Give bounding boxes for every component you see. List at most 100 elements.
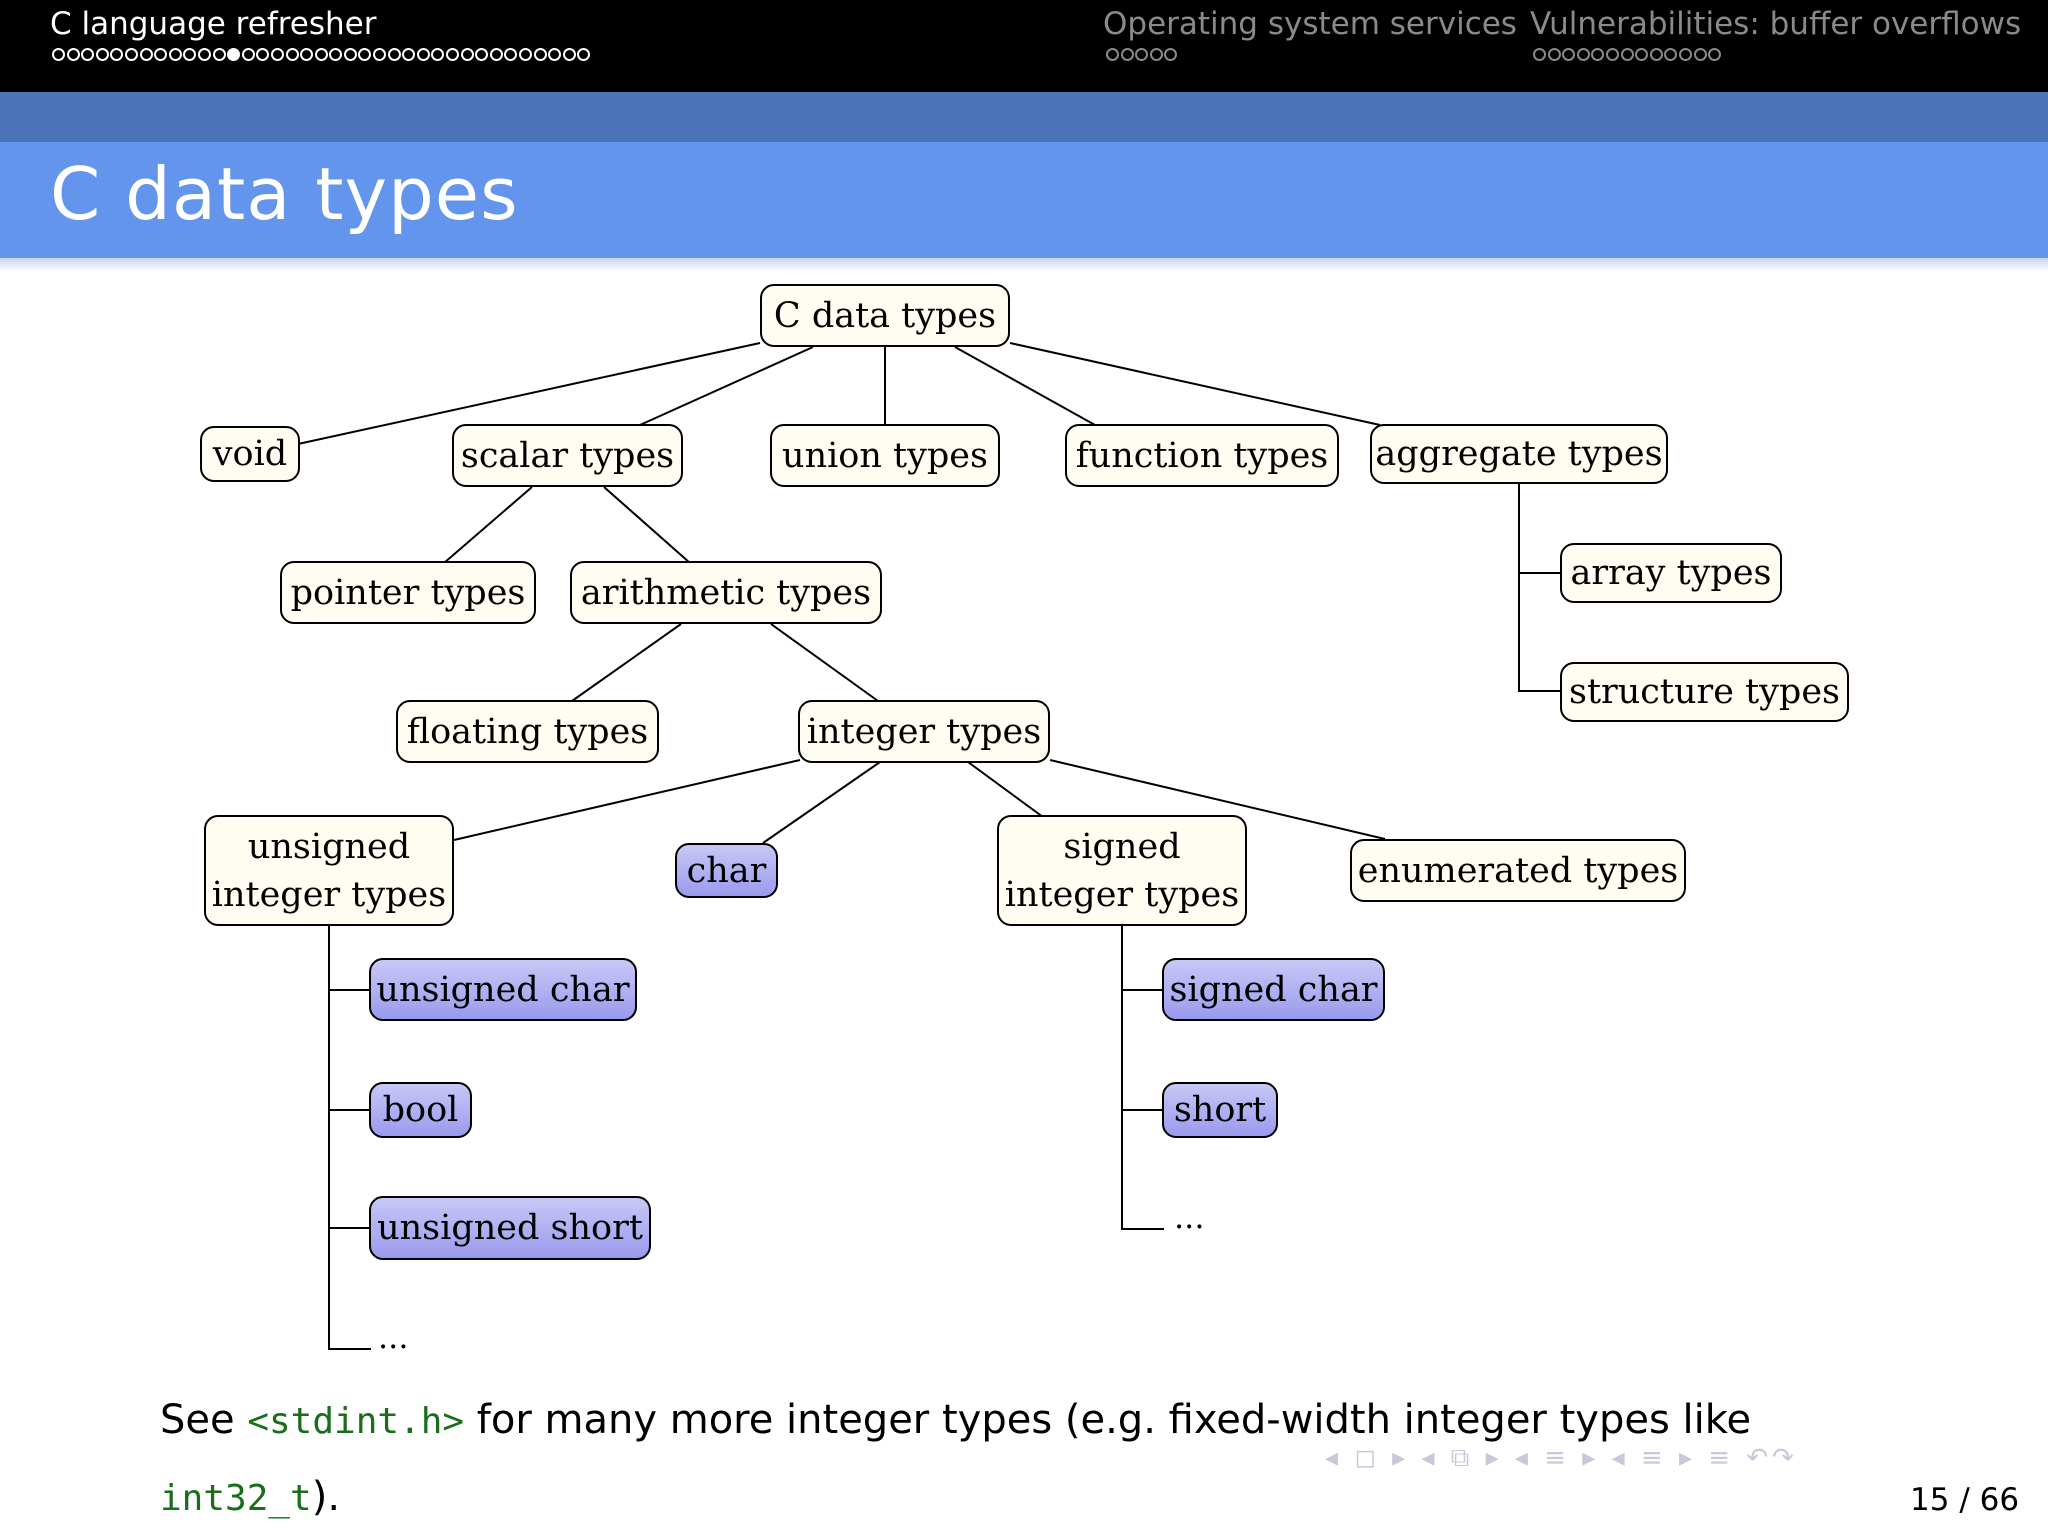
nav-frame-dot[interactable] [110,48,124,61]
nav-dots-c-language[interactable] [52,48,592,61]
nav-frame-dot[interactable] [81,48,95,61]
nav-frame-dot[interactable] [358,48,372,61]
nav-frame-dot[interactable] [154,48,168,61]
edge-integer-signed [967,761,1044,818]
edge-root-void [297,342,761,445]
node-char: char [675,843,778,898]
nav-frame-dot[interactable] [431,48,445,61]
nav-frame-dot[interactable] [460,48,474,61]
nav-frame-dot[interactable] [1562,48,1576,61]
frame-title-bar [0,142,2048,258]
nav-frame-dot[interactable] [314,48,328,61]
nav-frame-dot[interactable] [212,48,226,61]
nav-frame-dot[interactable] [416,48,430,61]
page-current: 15 [1910,1482,1950,1518]
node-enumerated-types: enumerated types [1350,839,1686,902]
nav-frame-dot[interactable] [227,48,241,61]
nav-frame-dot[interactable] [519,48,532,61]
node-function-types: function types [1065,424,1339,487]
nav-frame-dot[interactable] [533,48,547,61]
nav-frame-dot[interactable] [343,48,357,61]
node-signed-line2: integer types [1004,874,1240,915]
edge-root-scalar [639,346,814,426]
edge-scalar-pointer [443,486,533,564]
stdint-header-code: <stdint.h> [247,1401,465,1442]
nav-frame-dot[interactable] [139,48,153,61]
edge-integer-unsigned [453,759,801,841]
page-separator: / [1959,1482,1970,1518]
nav-frame-dot[interactable] [183,48,197,61]
nav-frame-dot[interactable] [270,48,284,61]
nav-section-c-language[interactable]: C language refresher [50,6,377,42]
node-array-types: array types [1560,543,1782,603]
nav-frame-dot[interactable] [1664,48,1678,61]
nav-frame-dot[interactable] [1164,48,1178,61]
nav-dots-os-services[interactable] [1106,48,1179,61]
nav-section-vulnerabilities[interactable]: Vulnerabilities: buffer overflows [1530,6,2022,42]
footer-rest: for many more integer types (e.g. fixed-… [464,1397,1752,1443]
nav-frame-dot[interactable] [1547,48,1561,61]
nav-frame-dot[interactable] [168,48,182,61]
nav-frame-dot[interactable] [300,48,314,61]
nav-dots-vulnerabilities[interactable] [1533,48,1723,61]
nav-frame-dot[interactable] [241,48,255,61]
nav-frame-dot[interactable] [577,48,591,61]
section-navigation-bar [0,0,2048,92]
nav-frame-dot[interactable] [1135,48,1149,61]
nav-frame-dot[interactable] [1708,48,1722,61]
beamer-navigation-icons[interactable]: ◂ ◻ ▸ ◂ ⧉ ▸ ◂ ≡ ▸ ◂ ≡ ▸ ≡ ↶↷ [1325,1443,1798,1473]
nav-frame-dot[interactable] [446,48,460,61]
nav-frame-dot[interactable] [66,48,80,61]
nav-frame-dot[interactable] [329,48,343,61]
nav-frame-dot[interactable] [548,48,562,61]
node-unsigned-line2: integer types [211,874,447,915]
node-signed-char: signed char [1162,958,1385,1021]
nav-section-os-services[interactable]: Operating system services [1103,6,1517,42]
edge-arithmetic-floating [571,623,682,702]
nav-frame-dot[interactable] [489,48,503,61]
edge-aggregate-structure [1518,484,1561,692]
node-unsigned-char: unsigned char [369,958,637,1021]
int32-type-code: int32_t [160,1478,312,1519]
nav-frame-dot[interactable] [1533,48,1546,61]
node-integer-types: integer types [798,700,1050,763]
nav-frame-dot[interactable] [1605,48,1619,61]
node-aggregate-types: aggregate types [1370,424,1668,484]
nav-frame-dot[interactable] [402,48,416,61]
node-union-types: union types [770,424,1000,487]
node-arithmetic-types: arithmetic types [570,561,882,624]
node-structure-types: structure types [1560,662,1849,722]
nav-frame-dot[interactable] [256,48,270,61]
nav-frame-dot[interactable] [1149,48,1163,61]
node-floating-types: floating types [396,700,659,763]
nav-frame-dot[interactable] [504,48,518,61]
nav-frame-dot[interactable] [95,48,109,61]
nav-frame-dot[interactable] [1620,48,1634,61]
nav-frame-dot[interactable] [1120,48,1134,61]
nav-frame-dot[interactable] [387,48,401,61]
node-unsigned-integer-types: unsigned integer types [204,815,454,926]
nav-frame-dot[interactable] [1678,48,1692,61]
nav-frame-dot[interactable] [562,48,576,61]
edge-arithmetic-integer [770,623,879,702]
nav-frame-dot[interactable] [1576,48,1590,61]
signed-more-ellipsis: ... [1174,1198,1205,1236]
edge-signed-more [1121,926,1164,1230]
edge-integer-enumerated [1049,759,1386,840]
nav-frame-dot[interactable] [1591,48,1605,61]
nav-frame-dot[interactable] [1649,48,1663,61]
nav-frame-dot[interactable] [373,48,387,61]
header-band [0,92,2048,142]
nav-frame-dot[interactable] [475,48,489,61]
node-signed-integer-types: signed integer types [997,815,1247,926]
nav-frame-dot[interactable] [1635,48,1649,61]
nav-frame-dot[interactable] [197,48,211,61]
nav-frame-dot[interactable] [285,48,299,61]
nav-frame-dot[interactable] [1106,48,1119,61]
nav-frame-dot[interactable] [1693,48,1707,61]
footer-line-1: See <stdint.h> for many more integer typ… [160,1397,1751,1443]
nav-frame-dot[interactable] [52,48,65,61]
edge-integer-char [762,761,881,844]
nav-frame-dot[interactable] [124,48,138,61]
